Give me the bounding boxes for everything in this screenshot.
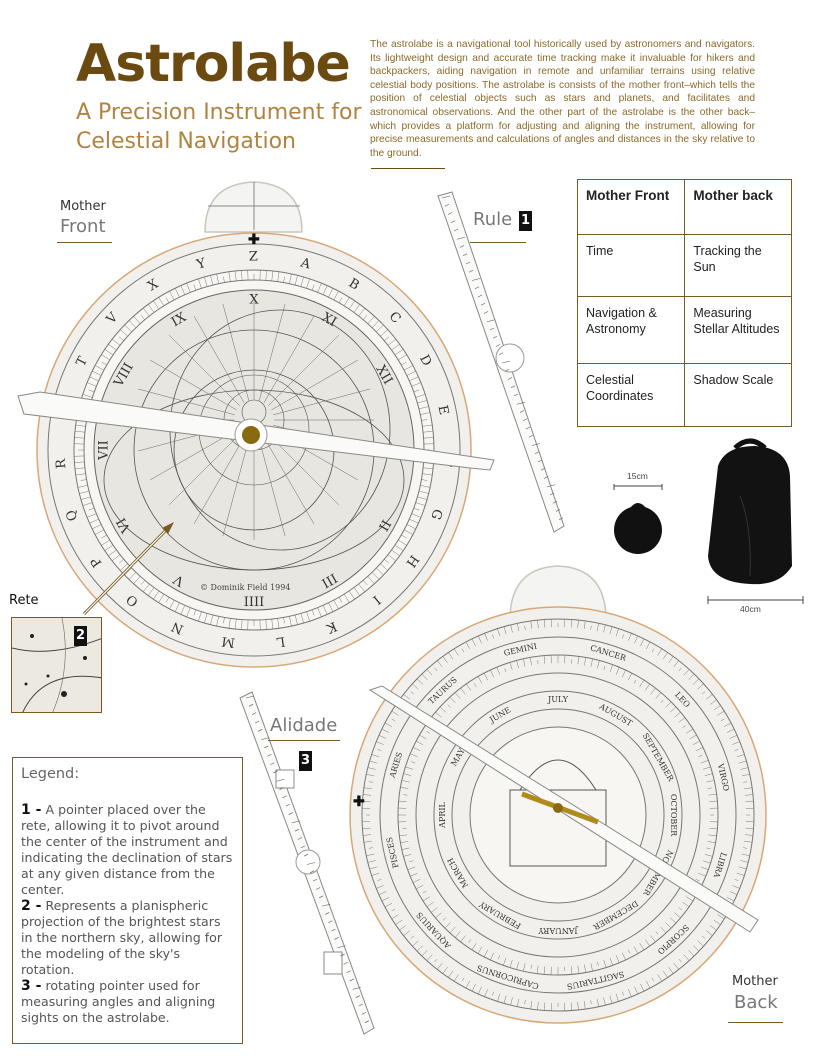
mother-back-label-big: Back [734, 992, 778, 1013]
legend-title: Legend: [21, 766, 80, 782]
rule-label: Rule [473, 209, 513, 230]
back-month: JULY [547, 695, 569, 704]
back-month: OCTOBER [669, 794, 678, 837]
intro-paragraph: The astrolabe is a navigational tool his… [370, 39, 755, 159]
bag-dimension-line [707, 596, 804, 604]
rule-number-badge: 1 [519, 211, 532, 231]
front-letter: M [221, 633, 236, 650]
legend-item: 3 - rotating pointer used for measuring … [21, 978, 234, 1026]
back-month: JANUARY [538, 926, 579, 935]
front-letter: Z [249, 249, 258, 264]
intro-divider [371, 168, 445, 169]
legend-item-text: Represents a planispheric projection of … [21, 898, 223, 977]
front-numeral: VII [97, 440, 112, 461]
mother-front-underline [57, 242, 112, 243]
mother-front-label-small: Mother [60, 199, 106, 214]
alidade-label: Alidade [270, 715, 338, 736]
front-letter: N [169, 618, 185, 636]
legend-item: 1 - A pointer placed over the rete, allo… [21, 802, 234, 898]
svg-text:✚: ✚ [353, 793, 365, 809]
table-cell: Measuring Stellar Altitudes [684, 296, 792, 364]
rete-number-badge: 2 [74, 626, 87, 646]
page-subtitle: A Precision Instrument for Celestial Nav… [76, 100, 362, 154]
front-numeral: X [249, 293, 259, 308]
rete-label: Rete [9, 593, 39, 608]
rule-underline [470, 242, 526, 243]
rete-closeup [11, 617, 102, 713]
front-letter: Y [194, 256, 208, 273]
front-letter: E [435, 404, 452, 416]
svg-text:✚: ✚ [248, 231, 260, 247]
svg-text:© Dominik Field 1994: © Dominik Field 1994 [200, 583, 290, 592]
table-cell: Celestial Coordinates [576, 363, 686, 427]
mother-back-illustration: JANUARYFEBRUARYMARCHAPRILMAYJUNEJULYAUGU… [349, 565, 767, 1024]
back-month: APRIL [438, 801, 447, 828]
table-header-mother-back: Mother back [684, 179, 792, 235]
table-cell: Shadow Scale [684, 363, 792, 427]
legend-item: 2 - Represents a planispheric projection… [21, 898, 234, 978]
table-cell: Time [576, 234, 686, 297]
front-numeral: IIII [244, 593, 265, 608]
front-letter: L [275, 633, 286, 649]
front-numeral: III [319, 570, 340, 591]
bag-size-label: 40cm [740, 604, 761, 614]
astrolabe-silhouette [613, 484, 663, 554]
front-letter: Q [63, 508, 81, 523]
legend-item-number: 3 - [21, 978, 42, 994]
mother-front-label-big: Front [60, 216, 106, 237]
page-title: Astrolabe [76, 34, 351, 94]
rule-illustration [437, 191, 565, 533]
mother-back-label-small: Mother [732, 974, 778, 989]
alidade-number-badge: 3 [299, 751, 312, 771]
alidade-underline [268, 740, 340, 741]
legend-item-number: 2 - [21, 898, 42, 914]
legend-item-text: rotating pointer used for measuring angl… [21, 978, 216, 1025]
mother-back-underline [728, 1022, 783, 1023]
table-cell: Navigation & Astronomy [576, 296, 686, 364]
legend-box: Legend: 1 - A pointer placed over the re… [12, 757, 243, 1044]
legend-item-number: 1 - [21, 802, 42, 818]
alidade-illustration [239, 691, 375, 1035]
astrolabe-size-label: 15cm [627, 471, 648, 481]
front-letter: A [298, 255, 313, 272]
rete-pointer-arrow [82, 522, 174, 616]
mother-front-illustration: ABCDEFGHIKLMNOPQRSTVXYZ IIIIIIIIIIVVIVII… [17, 181, 495, 668]
backpack-silhouette [708, 438, 792, 585]
front-degree-ticks [74, 270, 434, 630]
table-cell: Tracking the Sun [684, 234, 792, 297]
comparison-table: Mother Front Mother back Time Tracking t… [576, 179, 792, 427]
table-header-mother-front: Mother Front [576, 179, 686, 235]
front-letter: G [427, 507, 445, 522]
front-letter: R [54, 457, 70, 469]
legend-item-text: A pointer placed over the rete, allowing… [21, 802, 233, 897]
